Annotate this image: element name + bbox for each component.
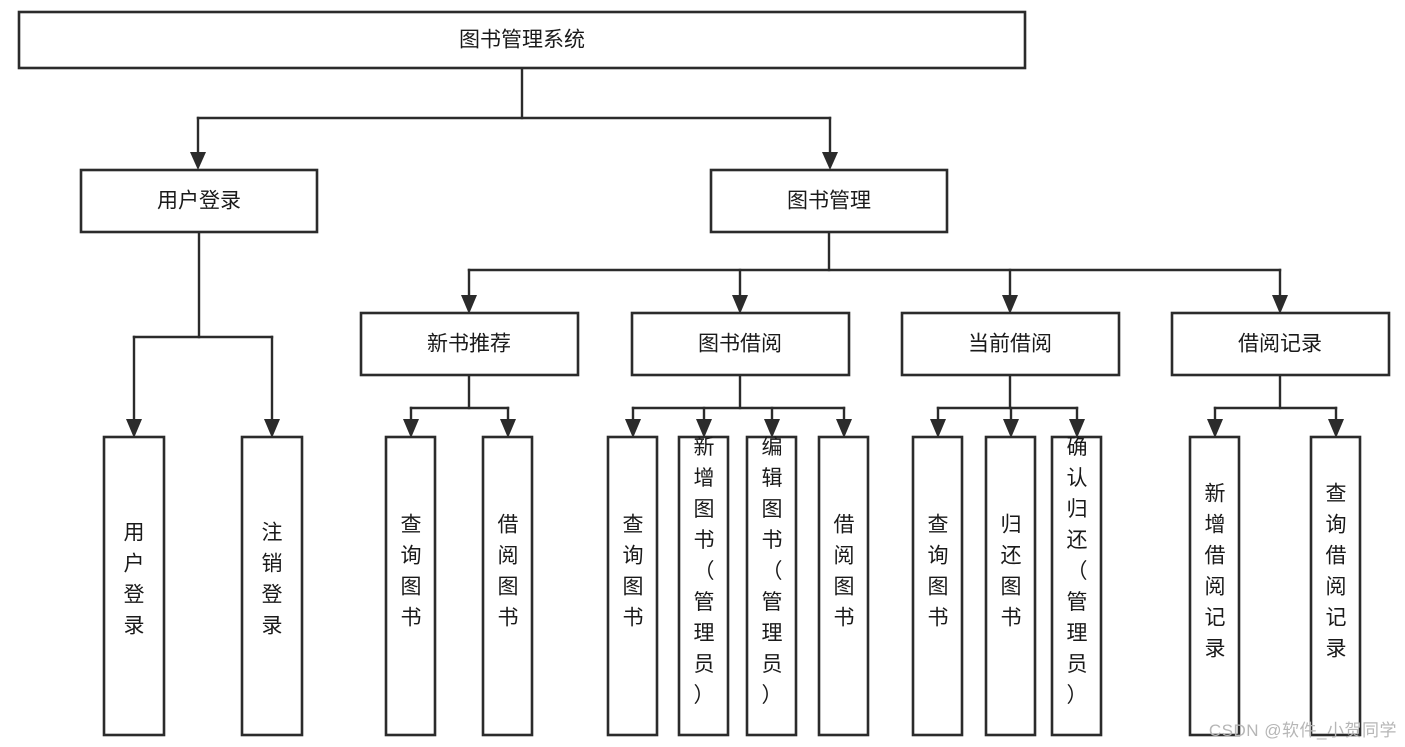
- arrow-borrow-leaf-4: [836, 419, 852, 438]
- connector-layer: [126, 66, 1344, 438]
- leaf-label-query-book-current: 查询图书: [928, 514, 949, 630]
- leaf-box-query-borrow-record[interactable]: [1309, 435, 1362, 737]
- node-book-management-label: 图书管理: [787, 190, 871, 213]
- node-current-borrow[interactable]: 当前借阅: [900, 311, 1121, 377]
- node-borrow-record-label: 借阅记录: [1238, 333, 1322, 356]
- node-current-borrow-label: 当前借阅: [968, 333, 1052, 356]
- leaf-node[interactable]: 确认归还（管理员）: [1050, 435, 1103, 737]
- leaf-box-return-book[interactable]: [984, 435, 1037, 737]
- arrow-book-l3-1: [461, 295, 477, 314]
- node-current-borrow-box[interactable]: [900, 311, 1121, 377]
- node-new-book-recommend[interactable]: 新书推荐: [359, 311, 580, 377]
- csdn-watermark: CSDN @软件_小贺同学: [1208, 721, 1397, 740]
- leaf-box-borrow-book-rec[interactable]: [481, 435, 534, 737]
- leaf-label-edit-book-admin: 编辑图书（管理员）: [762, 436, 783, 707]
- arrow-root-to-book: [822, 152, 838, 170]
- node-root-label: 图书管理系统: [459, 29, 585, 52]
- leaf-label-user-login: 用户登录: [124, 522, 145, 638]
- node-book-management[interactable]: 图书管理: [709, 168, 949, 234]
- leaf-label-add-borrow-record: 新增借阅记录: [1205, 483, 1226, 661]
- leaf-node[interactable]: 归还图书: [984, 435, 1037, 737]
- leaf-box-user-login[interactable]: [102, 435, 166, 737]
- leaf-label-query-book-rec: 查询图书: [401, 514, 422, 630]
- leaf-label-query-borrow-record: 查询借阅记录: [1326, 483, 1347, 661]
- leaf-box-edit-book-admin[interactable]: [745, 435, 798, 737]
- leaf-node[interactable]: 新增图书（管理员）: [677, 435, 730, 737]
- node-book-borrow[interactable]: 图书借阅: [630, 311, 851, 377]
- arrow-record-leaf-2: [1328, 419, 1344, 438]
- arrow-current-leaf-1: [930, 419, 946, 438]
- node-book-borrow-box[interactable]: [630, 311, 851, 377]
- leaf-box-query-book-borrow[interactable]: [606, 435, 659, 737]
- leaf-node[interactable]: 查询图书: [911, 435, 964, 737]
- leaf-node[interactable]: 注销登录: [240, 435, 304, 737]
- leaf-layer: 用户登录 注销登录 查询图书 借阅图书 查询图书 新增图书（管理员）: [102, 435, 1362, 737]
- leaf-node[interactable]: 借阅图书: [817, 435, 870, 737]
- arrow-borrow-leaf-1: [625, 419, 641, 438]
- node-user-login[interactable]: 用户登录: [79, 168, 319, 234]
- leaf-node[interactable]: 编辑图书（管理员）: [745, 435, 798, 737]
- node-root[interactable]: 图书管理系统: [17, 10, 1027, 70]
- arrow-borrow-leaf-3: [764, 419, 780, 438]
- arrow-record-leaf-1: [1207, 419, 1223, 438]
- leaf-box-logout[interactable]: [240, 435, 304, 737]
- leaf-box-add-borrow-record[interactable]: [1188, 435, 1241, 737]
- leaf-node[interactable]: 查询图书: [384, 435, 437, 737]
- leaf-label-logout: 注销登录: [262, 522, 283, 638]
- leaf-box-query-book-current[interactable]: [911, 435, 964, 737]
- arrow-user-leaf-2: [264, 419, 280, 438]
- leaf-box-add-book-admin[interactable]: [677, 435, 730, 737]
- leaf-node[interactable]: 借阅图书: [481, 435, 534, 737]
- node-user-login-label: 用户登录: [157, 190, 241, 213]
- arrow-book-l3-4: [1272, 295, 1288, 314]
- arrow-newbook-leaf-1: [403, 419, 419, 438]
- leaf-label-return-book: 归还图书: [1001, 514, 1022, 630]
- arrow-borrow-leaf-2: [696, 419, 712, 438]
- node-new-book-recommend-box[interactable]: [359, 311, 580, 377]
- arrow-user-leaf-1: [126, 419, 142, 438]
- node-new-book-recommend-label: 新书推荐: [427, 333, 511, 356]
- node-user-login-box[interactable]: [79, 168, 319, 234]
- leaf-label-confirm-return-admin: 确认归还（管理员）: [1067, 436, 1088, 707]
- leaf-label-query-book-borrow: 查询图书: [623, 514, 644, 630]
- arrow-book-l3-2: [732, 295, 748, 314]
- leaf-node[interactable]: 查询借阅记录: [1309, 435, 1362, 737]
- leaf-box-query-book-rec[interactable]: [384, 435, 437, 737]
- leaf-label-add-book-admin: 新增图书（管理员）: [694, 436, 715, 707]
- node-book-borrow-label: 图书借阅: [698, 333, 782, 356]
- arrow-root-to-user: [190, 152, 206, 170]
- arrow-current-leaf-2: [1003, 419, 1019, 438]
- arrow-book-l3-3: [1002, 295, 1018, 314]
- leaf-box-confirm-return-admin[interactable]: [1050, 435, 1103, 737]
- node-borrow-record[interactable]: 借阅记录: [1170, 311, 1391, 377]
- leaf-box-borrow-book-borrow[interactable]: [817, 435, 870, 737]
- leaf-label-borrow-book-rec: 借阅图书: [498, 514, 519, 630]
- leaf-node[interactable]: 用户登录: [102, 435, 166, 737]
- leaf-node[interactable]: 新增借阅记录: [1188, 435, 1241, 737]
- arrow-current-leaf-3: [1069, 419, 1085, 438]
- node-borrow-record-box[interactable]: [1170, 311, 1391, 377]
- leaf-label-borrow-book-borrow: 借阅图书: [834, 514, 855, 630]
- arrow-newbook-leaf-2: [500, 419, 516, 438]
- leaf-node[interactable]: 查询图书: [606, 435, 659, 737]
- node-book-management-box[interactable]: [709, 168, 949, 234]
- node-root-box[interactable]: [17, 10, 1027, 70]
